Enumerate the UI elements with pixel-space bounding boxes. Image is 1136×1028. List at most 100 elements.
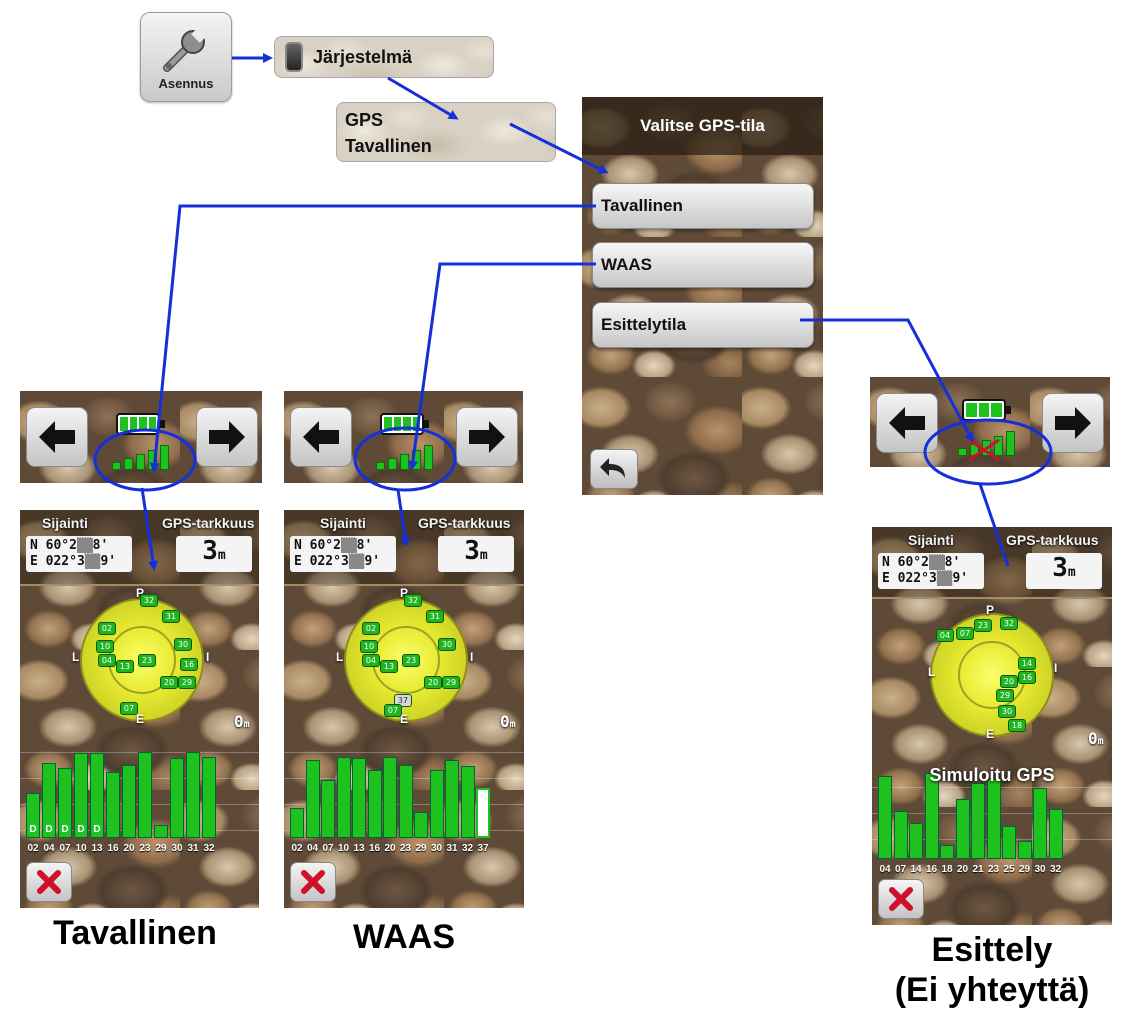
satellite-id-label: 32 <box>1049 864 1062 875</box>
gps-menu-item[interactable]: GPS Tavallinen <box>336 102 556 162</box>
sky-satellite: 16 <box>1018 671 1036 684</box>
elevation-readout: 0m <box>500 712 516 731</box>
status-strip-demo <box>870 377 1110 467</box>
elevation-value: 0 <box>500 712 510 731</box>
signal-bar: D <box>74 753 88 838</box>
location-label: Sijainti <box>320 515 366 531</box>
back-button[interactable] <box>590 449 638 489</box>
sky-satellite: 20 <box>1000 675 1018 688</box>
status-strip-waas <box>284 391 523 483</box>
arrow-right-icon <box>1055 407 1091 439</box>
satellite-id-label: 02 <box>27 843 39 854</box>
sky-satellite: 30 <box>998 705 1016 718</box>
direction-west: L <box>928 665 936 679</box>
satellite-id-label: 20 <box>123 843 135 854</box>
elevation-readout: 0m <box>1088 729 1104 748</box>
direction-east: I <box>470 650 474 664</box>
latitude-tail: 8' <box>944 555 961 570</box>
signal-bar <box>336 757 351 838</box>
sky-satellite: 30 <box>438 638 456 651</box>
next-page-button[interactable] <box>1042 393 1104 453</box>
arrow-left-icon <box>303 421 339 453</box>
signal-bar <box>398 765 413 838</box>
mode-option-waas[interactable]: WAAS <box>592 242 814 288</box>
satellite-id-label: 07 <box>322 843 334 854</box>
signal-bar <box>986 779 1001 859</box>
satellite-screen-demo: Sijainti GPS-tarkkuus N 60°2▒▒8' E 022°3… <box>872 527 1112 925</box>
sky-satellite: 02 <box>362 622 380 635</box>
signal-bar <box>122 765 136 838</box>
accuracy-value: 3 <box>202 536 218 566</box>
battery-icon <box>380 413 429 435</box>
gps-mode-screen: Valitse GPS-tila Tavallinen WAAS Esittel… <box>582 97 823 495</box>
satellite-id-label: 30 <box>1034 864 1046 875</box>
arrow-right-icon <box>469 421 505 453</box>
direction-east: I <box>206 650 210 664</box>
gps-mode-value: Tavallinen <box>345 136 432 156</box>
differential-flag: D <box>29 824 37 835</box>
elevation-unit: m <box>243 719 250 730</box>
mode-option-demo[interactable]: Esittelytila <box>592 302 814 348</box>
direction-west: L <box>336 650 344 664</box>
signal-bar <box>186 752 200 838</box>
satellite-id-label: 10 <box>337 843 350 854</box>
signal-bar <box>170 758 184 838</box>
sky-satellite: 14 <box>1018 657 1036 670</box>
battery-icon <box>962 399 1011 421</box>
signal-bar <box>445 760 459 838</box>
close-button[interactable] <box>26 862 72 902</box>
prev-page-button[interactable] <box>876 393 938 453</box>
direction-west: L <box>72 650 80 664</box>
signal-bar <box>878 776 892 859</box>
wrench-icon <box>163 28 207 72</box>
signal-strength-icon <box>112 445 169 470</box>
next-page-button[interactable] <box>196 407 258 467</box>
accuracy-value: 3 <box>1052 553 1068 583</box>
sky-satellite-waas: 37 <box>394 694 412 707</box>
accuracy-label: GPS-tarkkuus <box>1006 532 1099 548</box>
satellite-id-label: 29 <box>155 843 167 854</box>
accuracy-unit: m <box>217 548 226 563</box>
arrow-right-icon <box>209 421 245 453</box>
signal-bar <box>383 757 397 838</box>
longitude: E 022°3 <box>294 554 349 569</box>
coordinates-field: N 60°2▒▒8' E 022°3▒▒9' <box>290 536 396 572</box>
differential-flag: D <box>45 824 53 835</box>
satellite-id-label: 16 <box>925 864 938 875</box>
mode-option-standard[interactable]: Tavallinen <box>592 183 814 229</box>
sky-satellite: 04 <box>936 629 954 642</box>
sky-satellite: 07 <box>956 627 974 640</box>
differential-flag: D <box>77 824 85 835</box>
elevation-readout: 0m <box>234 712 250 731</box>
sky-satellite: 29 <box>178 676 196 689</box>
signal-bar <box>305 760 320 838</box>
back-arrow-icon <box>600 458 625 478</box>
caption-standard: Tavallinen <box>53 914 217 952</box>
satellite-id-label: 04 <box>879 864 891 875</box>
prev-page-button[interactable] <box>26 407 88 467</box>
differential-flag: D <box>61 824 69 835</box>
prev-page-button[interactable] <box>290 407 352 467</box>
latitude-tail: 8' <box>356 538 373 553</box>
caption-demo: Esittely (Ei yhteyttä) <box>872 930 1112 1010</box>
sky-satellite: 32 <box>404 594 422 607</box>
next-page-button[interactable] <box>456 407 518 467</box>
satellite-id-label: 30 <box>430 843 443 854</box>
sky-satellite: 02 <box>98 622 116 635</box>
longitude-tail: 9' <box>364 554 381 569</box>
close-button[interactable] <box>878 879 924 919</box>
signal-bar <box>290 808 304 838</box>
satellite-id-label: 20 <box>956 864 969 875</box>
satellite-id-label: 13 <box>91 843 103 854</box>
signal-bar <box>367 770 382 838</box>
signal-bar <box>202 757 216 838</box>
sky-satellite: 32 <box>1000 617 1018 630</box>
signal-bar: D <box>90 753 104 838</box>
close-icon <box>301 870 325 894</box>
setup-button[interactable]: Asennus <box>140 12 232 102</box>
close-button[interactable] <box>290 862 336 902</box>
system-button[interactable]: Järjestelmä <box>274 36 494 78</box>
